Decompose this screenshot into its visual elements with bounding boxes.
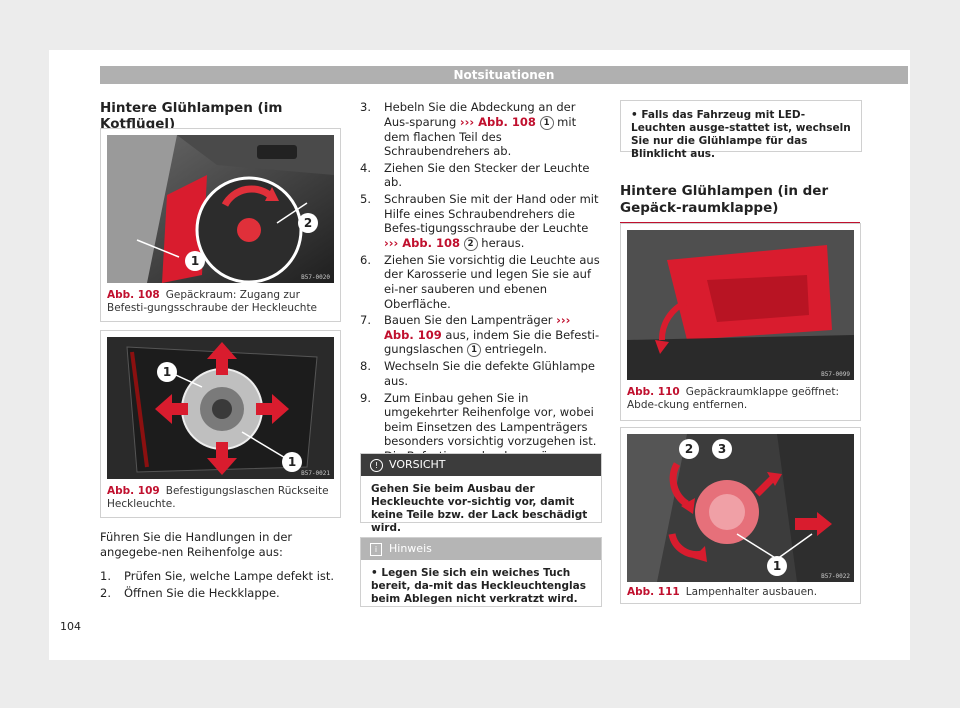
figure-109-photo: 1 1 B57-0021 <box>107 337 334 479</box>
hint-text: Legen Sie sich ein weiches Tuch bereit, … <box>371 567 586 605</box>
caption-text: Lampenhalter ausbauen. <box>685 586 818 598</box>
callout-3: 3 <box>712 439 732 459</box>
figure-code: B57-0021 <box>301 470 330 477</box>
callout-marker: 1 <box>467 343 482 358</box>
step-number: 6. <box>360 252 371 267</box>
step-text: Ziehen Sie den Stecker der Leuchte ab. <box>384 160 590 190</box>
step-number: 2. <box>100 585 111 600</box>
step-item: 6. Ziehen Sie vorsichtig die Leuchte aus … <box>360 253 602 311</box>
info-icon: i <box>370 543 382 556</box>
callout-1: 1 <box>157 362 177 382</box>
figure-code: B57-0022 <box>821 573 850 580</box>
step-text: mit dem flachen Teil des Schraubendreher… <box>384 114 577 159</box>
tailgate-open-illustration <box>627 230 854 380</box>
bullet: • <box>631 109 638 121</box>
intro-paragraph: Führen Sie die Handlungen in der angegeb… <box>100 530 293 559</box>
step-text: Ziehen Sie vorsichtig die Leuchte aus de… <box>384 252 600 311</box>
step-number: 7. <box>360 313 371 328</box>
led-note: • Falls das Fahrzeug mit LED-Leuchten au… <box>621 101 861 168</box>
hint-body: • Legen Sie sich ein weiches Tuch bereit… <box>361 560 601 613</box>
caution-title: VORSICHT <box>389 458 446 471</box>
step-item: 5. Schrauben Sie mit der Hand oder mit Hi… <box>360 192 602 251</box>
step-text: Schrauben Sie mit der Hand oder mit Hilf… <box>384 191 599 236</box>
step-text: entriegeln. <box>481 342 548 357</box>
callout-2: 2 <box>679 439 699 459</box>
section-title-right: Hintere Glühlampen (in der Gepäck-raumkl… <box>620 183 860 223</box>
callout-1: 1 <box>185 251 205 271</box>
figure-reference[interactable]: ››› Abb. 109 <box>384 313 571 342</box>
figure-code: B57-0099 <box>821 371 850 378</box>
led-note-box: • Falls das Fahrzeug mit LED-Leuchten au… <box>620 100 862 160</box>
page-number: 104 <box>60 620 81 633</box>
figure-number: Abb. 109 <box>107 485 160 497</box>
figure-reference[interactable]: ››› Abb. 108 <box>459 114 536 129</box>
step-item: 8. Wechseln Sie die defekte Glühlampe aus… <box>360 359 602 388</box>
caution-box: ! VORSICHT Gehen Sie beim Ausbau der Hec… <box>360 453 602 534</box>
page: Notsituationen Hintere Glühlampen (im Ko… <box>49 50 910 660</box>
callout-2: 2 <box>298 213 318 233</box>
step-text: Wechseln Sie die defekte Glühlampe aus. <box>384 359 595 388</box>
trunk-side-illustration <box>107 135 334 283</box>
callout-marker: 1 <box>539 115 554 130</box>
step-text: Hebeln Sie die Abdeckung an der Aus-spar… <box>384 100 576 129</box>
figure-110-photo: B57-0099 <box>627 230 854 380</box>
step-number: 9. <box>360 390 371 405</box>
chapter-header: Notsituationen <box>100 66 908 84</box>
step-item: 4. Ziehen Sie den Stecker der Leuchte ab. <box>360 161 602 190</box>
hint-box: i Hinweis • Legen Sie sich ein weiches T… <box>360 537 602 607</box>
callout-1: 1 <box>767 556 787 576</box>
figure-111-caption: Abb. 111 Lampenhalter ausbauen. <box>627 586 852 599</box>
lamp-holder-illustration <box>627 434 854 582</box>
step-number: 8. <box>360 359 371 374</box>
step-text: aus, indem Sie die Befesti-gungslaschen <box>384 327 600 357</box>
step-text: Prüfen Sie, welche Lampe defekt ist. <box>124 569 335 583</box>
steps-left: 1. Prüfen Sie, welche Lampe defekt ist. 2… <box>100 569 340 602</box>
steps-middle: 3. Hebeln Sie die Abdeckung an der Aus-sp… <box>360 100 602 480</box>
step-item: 1. Prüfen Sie, welche Lampe defekt ist. <box>100 569 340 584</box>
figure-111-photo: 2 3 1 B57-0022 <box>627 434 854 582</box>
figure-reference[interactable]: ››› Abb. 108 <box>384 235 460 250</box>
figure-number: Abb. 111 <box>627 586 680 598</box>
callout-marker: 2 <box>463 236 478 251</box>
warning-icon: ! <box>370 459 383 472</box>
step-number: 1. <box>100 569 111 583</box>
caution-header: ! VORSICHT <box>361 454 601 476</box>
step-text: Öffnen Sie die Heckklappe. <box>124 585 280 600</box>
figure-111: 2 3 1 B57-0022 Abb. 111 Lampenhalter ausb… <box>620 427 861 604</box>
caution-text: Gehen Sie beim Ausbau der Heckleuchte vo… <box>371 483 588 534</box>
step-number: 4. <box>360 160 371 175</box>
hint-title: Hinweis <box>389 542 432 555</box>
callout-1b: 1 <box>282 452 302 472</box>
step-item: 3. Hebeln Sie die Abdeckung an der Aus-sp… <box>360 100 602 159</box>
step-text: Bauen Sie den Lampenträger <box>384 313 557 328</box>
step-item: 7. Bauen Sie den Lampenträger ››› Abb. 10… <box>360 313 602 358</box>
step-text: heraus. <box>477 235 525 250</box>
hint-header: i Hinweis <box>361 538 601 560</box>
caption-text: Gepäckraumklappe geöffnet: Abde-ckung en… <box>627 386 840 411</box>
led-note-text: Falls das Fahrzeug mit LED-Leuchten ausg… <box>631 109 851 160</box>
step-number: 5. <box>360 191 371 206</box>
figure-108-photo: 1 2 B57-0020 <box>107 135 334 283</box>
step-number: 3. <box>360 100 371 114</box>
bullet: • <box>371 567 378 579</box>
caption-text: Befestigungslaschen Rückseite Heckleucht… <box>107 485 329 510</box>
figure-number: Abb. 108 <box>107 289 160 301</box>
step-item: 2. Öffnen Sie die Heckklappe. <box>100 586 340 601</box>
figure-number: Abb. 110 <box>627 386 680 398</box>
caption-text: Gepäckraum: Zugang zur Befesti-gungsschr… <box>107 289 318 314</box>
figure-code: B57-0020 <box>301 274 330 281</box>
taillight-rear-illustration <box>107 337 334 479</box>
